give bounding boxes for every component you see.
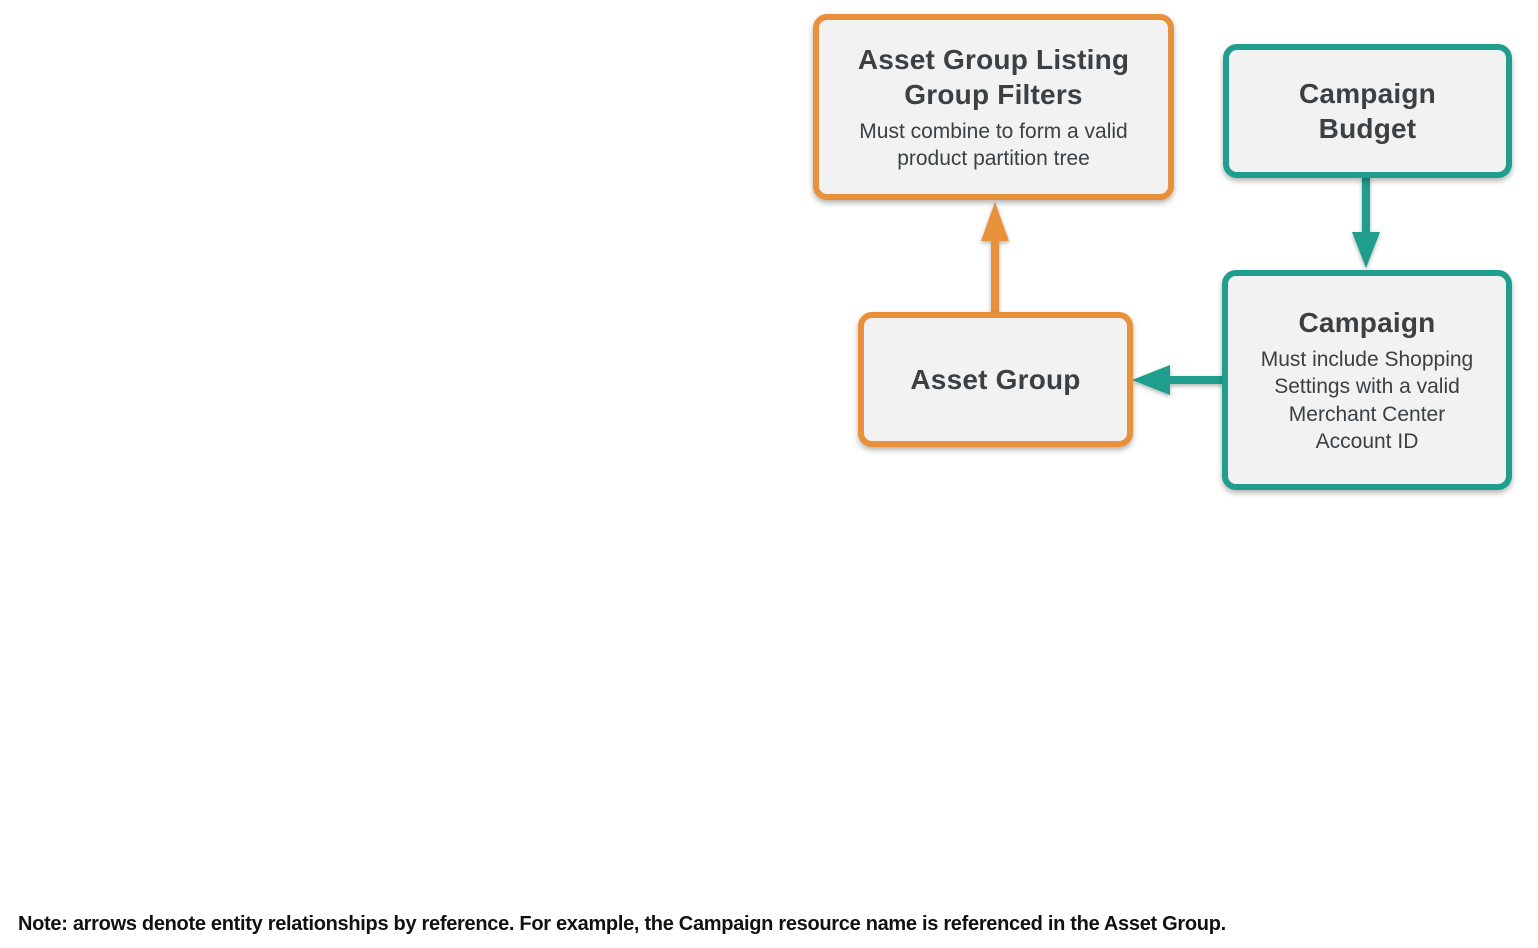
arrow-asset-group-to-listing-filters [981, 202, 1009, 313]
footnote: Note: arrows denote entity relationships… [18, 913, 1226, 935]
node-title: Campaign [1298, 306, 1436, 338]
node-title: Campaign Budget [1299, 78, 1436, 144]
arrow-campaign-to-asset-group [1132, 365, 1223, 395]
node-title: Asset Group Listing Group Filters [857, 43, 1130, 110]
arrow-campaign-budget-to-campaign [1352, 177, 1380, 268]
node-asset-group: Asset Group [858, 312, 1133, 447]
node-subtitle: Must include Shopping Settings with a va… [1260, 347, 1474, 453]
node-asset-group-listing-group-filters: Asset Group Listing Group Filters Must c… [813, 14, 1174, 200]
node-campaign-budget: Campaign Budget [1223, 44, 1512, 178]
node-campaign: Campaign Must include Shopping Settings … [1222, 270, 1512, 490]
node-title: Asset Group [910, 364, 1081, 395]
node-subtitle: Must combine to form a valid product par… [859, 119, 1128, 170]
